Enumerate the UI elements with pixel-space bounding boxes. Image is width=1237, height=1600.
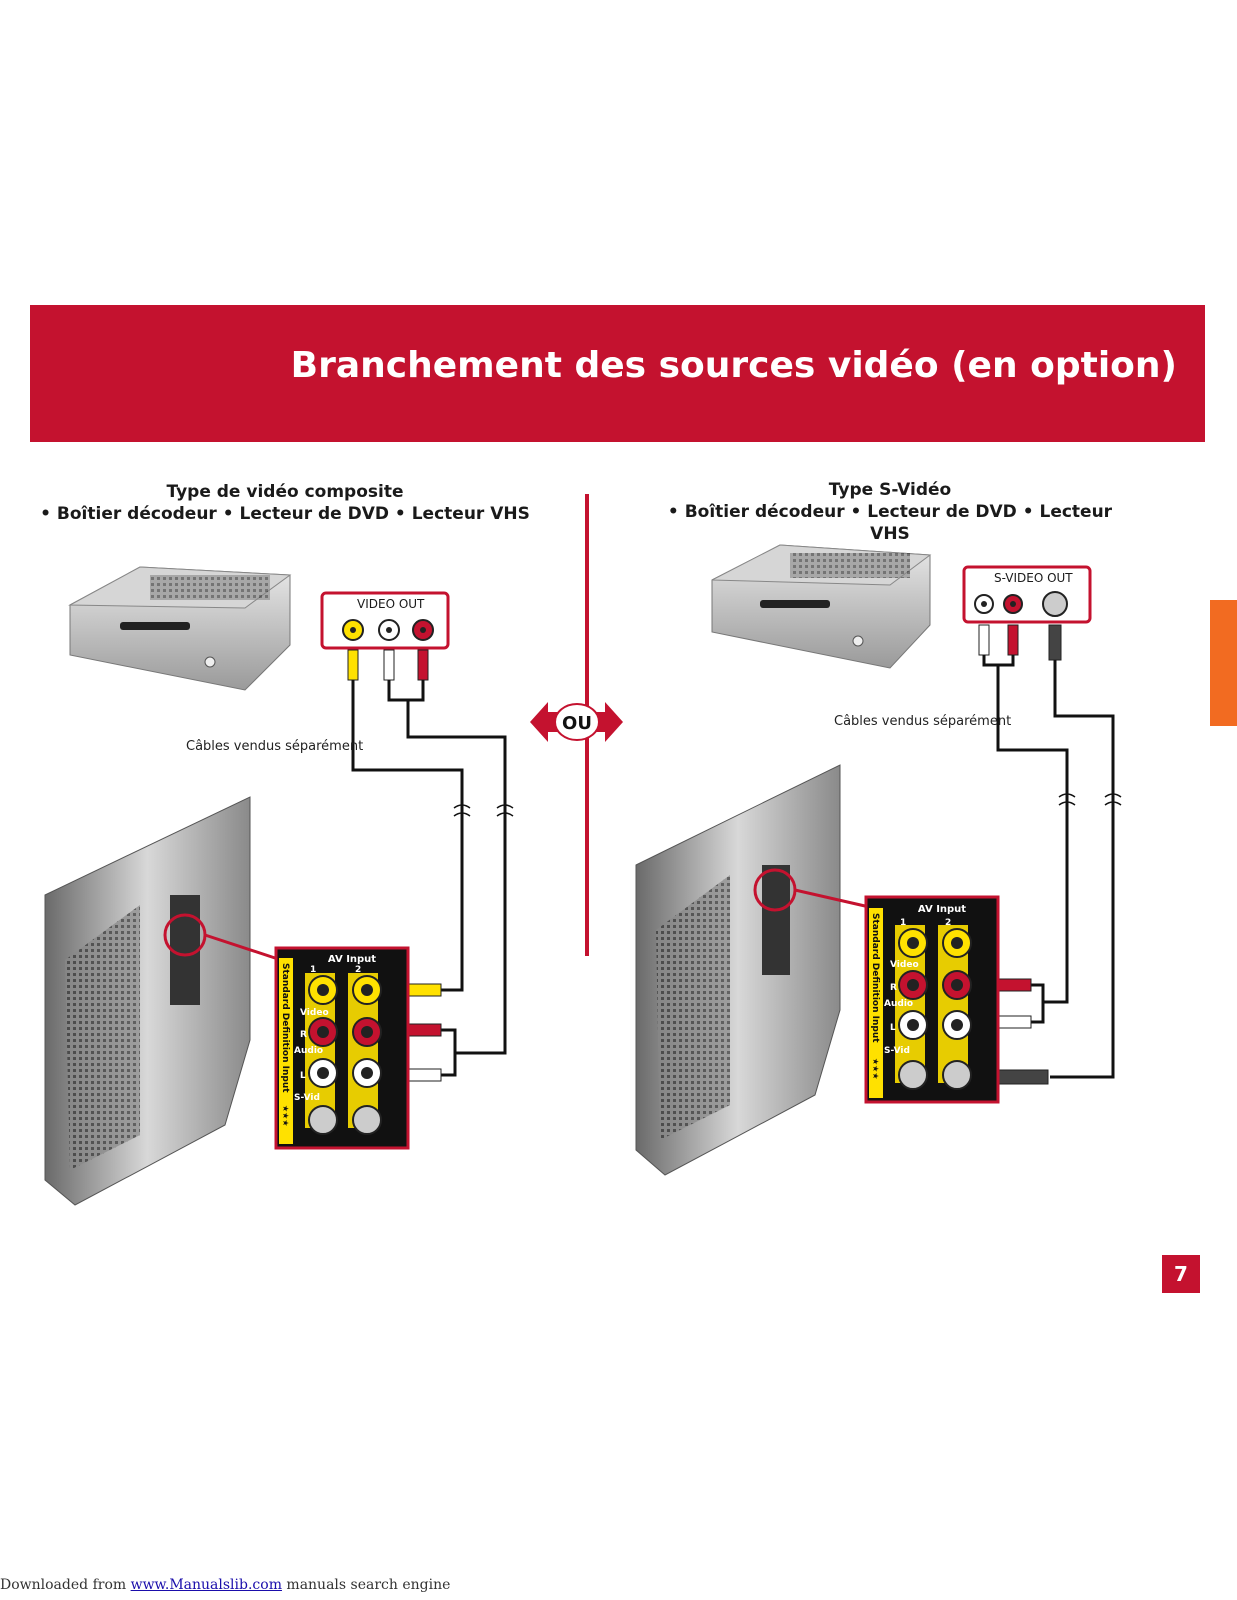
composite-tv-back: [44, 796, 276, 1206]
composite-section-title: Type de vidéo composite • Boîtier décode…: [40, 481, 530, 525]
svideo-av-input-panel: AV Input Video R Audio L S-Vid 1 2 Stand…: [864, 895, 1000, 1104]
av-stars: ★★★: [281, 1105, 290, 1127]
composite-video-out-panel: [320, 591, 450, 650]
av-number-2: 2: [355, 965, 361, 975]
svideo-port-label: S-VIDEO OUT: [994, 571, 1073, 585]
page-number: 7: [1162, 1255, 1200, 1293]
av2-number-2: 2: [945, 918, 951, 928]
av-r-label: R: [300, 1030, 307, 1040]
av2-side-label: Standard Definition Input: [870, 913, 880, 1043]
av2-number-1: 1: [900, 918, 906, 928]
svideo-out-panel: [962, 565, 1092, 624]
av-header-label: AV Input: [328, 954, 376, 965]
composite-source-box: [68, 566, 292, 691]
av2-r-label: R: [890, 983, 897, 993]
av2-header-label: AV Input: [918, 904, 966, 915]
footer-prefix: Downloaded from: [0, 1577, 131, 1593]
av-number-1: 1: [310, 965, 316, 975]
composite-av-input-panel: AV Input Video R Audio L S-Vid 1 2 Stand…: [274, 946, 410, 1150]
svideo-title-line1: Type S-Vidéo: [828, 480, 952, 500]
composite-cables-note: Câbles vendus séparément: [186, 739, 364, 754]
av-side-label: Standard Definition Input: [280, 963, 290, 1093]
svideo-section-title: Type S-Vidéo • Boîtier décodeur • Lecteu…: [650, 479, 1130, 545]
header-banner: Branchement des sources vidéo (en option…: [30, 305, 1205, 442]
svideo-source-box: [711, 544, 932, 669]
footer-suffix: manuals search engine: [281, 1577, 451, 1593]
or-label: OU: [562, 713, 592, 734]
av-video-label: Video: [300, 1008, 329, 1018]
av-l-label: L: [300, 1071, 306, 1081]
footer-link[interactable]: www.Manualslib.com: [130, 1577, 282, 1593]
or-arrow: OU: [530, 702, 623, 742]
av-svid-label: S-Vid: [294, 1093, 320, 1103]
svideo-title-line2: • Boîtier décodeur • Lecteur de DVD • Le…: [667, 502, 1113, 544]
av-audio-label: Audio: [294, 1046, 323, 1056]
svideo-tv-back: [635, 764, 866, 1176]
composite-title-line2: • Boîtier décodeur • Lecteur de DVD • Le…: [40, 504, 530, 524]
composite-title-line1: Type de vidéo composite: [166, 482, 404, 502]
composite-cables: [347, 649, 514, 1082]
svideo-cables-note: Câbles vendus séparément: [834, 714, 1012, 729]
svideo-cables: [978, 624, 1122, 1085]
av2-stars: ★★★: [871, 1058, 880, 1080]
composite-port-label: VIDEO OUT: [357, 597, 425, 611]
av2-l-label: L: [890, 1023, 896, 1033]
footer: Downloaded from www.Manualslib.com manua…: [0, 1577, 450, 1593]
av2-svid-label: S-Vid: [884, 1046, 910, 1056]
section-tab: [1210, 600, 1237, 726]
av2-video-label: Video: [890, 960, 919, 970]
page-title: Branchement des sources vidéo (en option…: [290, 345, 1177, 386]
av2-audio-label: Audio: [884, 999, 913, 1009]
